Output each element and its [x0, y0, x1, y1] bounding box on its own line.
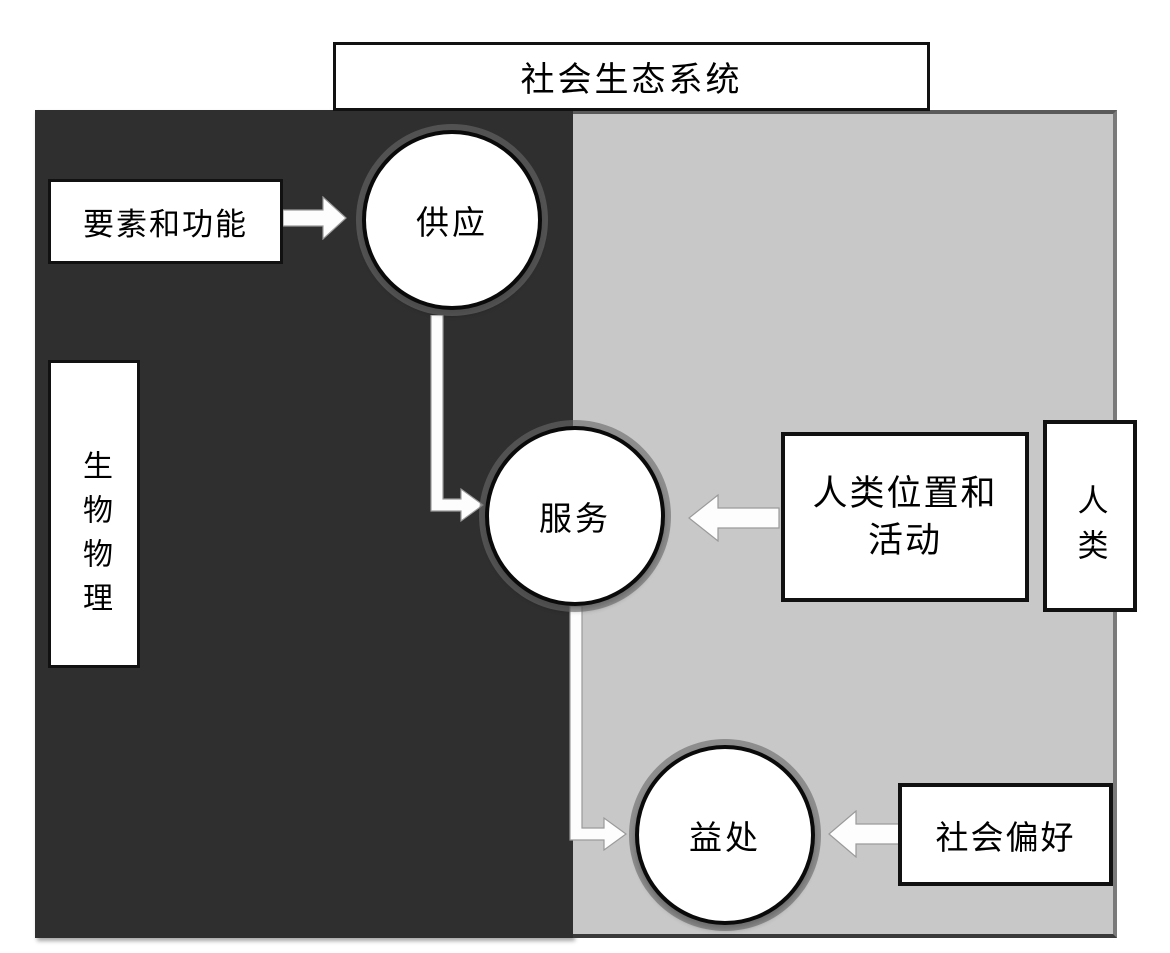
arrow-supply-to-services-icon [430, 315, 485, 523]
benefits-node-label: 益处 [689, 821, 761, 857]
services-node-label: 服务 [539, 502, 611, 538]
elements-functions-label: 要素和功能 [83, 207, 248, 242]
benefits-node: 益处 [635, 745, 815, 925]
human-region-label: 人类 [1072, 484, 1108, 574]
arrow-social-preferences-to-benefits-icon [828, 810, 900, 858]
arrow-human-location-to-services-icon [688, 494, 780, 542]
human-location-line1: 人类位置和 [812, 473, 998, 513]
supply-node-label: 供应 [416, 206, 488, 242]
biophysical-region-label-box: 生物物理 [48, 360, 140, 668]
arrow-services-to-benefits-icon [569, 606, 628, 852]
human-location-activities-box: 人类位置和 活动 [781, 432, 1029, 602]
arrow-elements-to-supply-icon [283, 196, 347, 240]
diagram-title: 社会生态系统 [520, 62, 743, 99]
social-preferences-label: 社会偏好 [935, 820, 1076, 857]
human-location-line2: 活动 [867, 521, 942, 560]
human-region-label-box: 人类 [1043, 420, 1137, 612]
social-preferences-box: 社会偏好 [898, 783, 1113, 886]
elements-functions-box: 要素和功能 [48, 179, 283, 264]
services-node: 服务 [485, 426, 665, 606]
biophysical-region-label: 生物物理 [78, 450, 111, 626]
supply-node: 供应 [362, 130, 542, 310]
title-box: 社会生态系统 [333, 42, 930, 111]
